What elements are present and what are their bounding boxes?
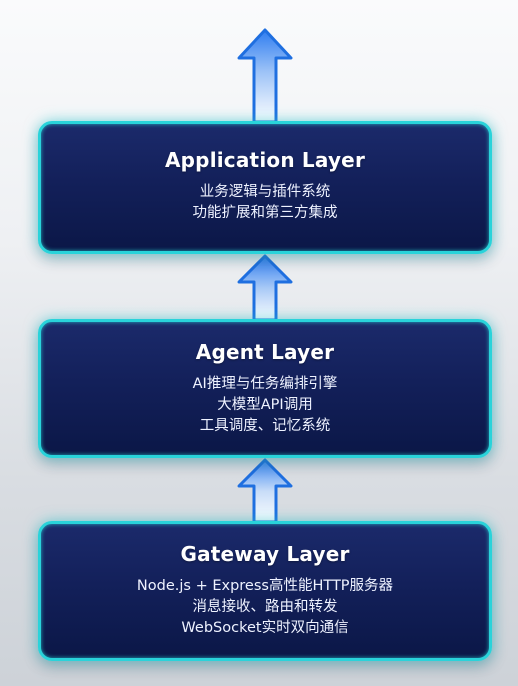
- agent-layer-line: 工具调度、记忆系统: [199, 418, 331, 434]
- agent-layer-description: AI推理与任务编排引擎 大模型API调用 工具调度、记忆系统: [41, 374, 489, 437]
- up-arrow-icon: [237, 458, 293, 524]
- gateway-layer-box: Gateway Layer Node.js + Express高性能HTTP服务…: [38, 521, 492, 661]
- gateway-layer-line: WebSocket实时双向通信: [181, 620, 349, 636]
- gateway-layer-description: Node.js + Express高性能HTTP服务器 消息接收、路由和转发 W…: [41, 576, 489, 639]
- application-layer-line: 业务逻辑与插件系统: [199, 184, 331, 200]
- agent-layer-line: 大模型API调用: [217, 397, 313, 413]
- gateway-layer-line: 消息接收、路由和转发: [192, 599, 338, 615]
- up-arrow-icon: [237, 28, 293, 124]
- agent-layer-title: Agent Layer: [195, 340, 335, 364]
- application-layer-description: 业务逻辑与插件系统 功能扩展和第三方集成: [41, 182, 489, 224]
- agent-layer-box: Agent Layer AI推理与任务编排引擎 大模型API调用 工具调度、记忆…: [38, 319, 492, 458]
- application-layer-box: Application Layer 业务逻辑与插件系统 功能扩展和第三方集成: [38, 121, 492, 254]
- application-layer-line: 功能扩展和第三方集成: [192, 205, 338, 221]
- gateway-layer-title: Gateway Layer: [180, 542, 350, 566]
- application-layer-title: Application Layer: [164, 148, 366, 172]
- up-arrow-icon: [237, 254, 293, 322]
- gateway-layer-line: Node.js + Express高性能HTTP服务器: [136, 578, 394, 594]
- agent-layer-line: AI推理与任务编排引擎: [192, 376, 338, 392]
